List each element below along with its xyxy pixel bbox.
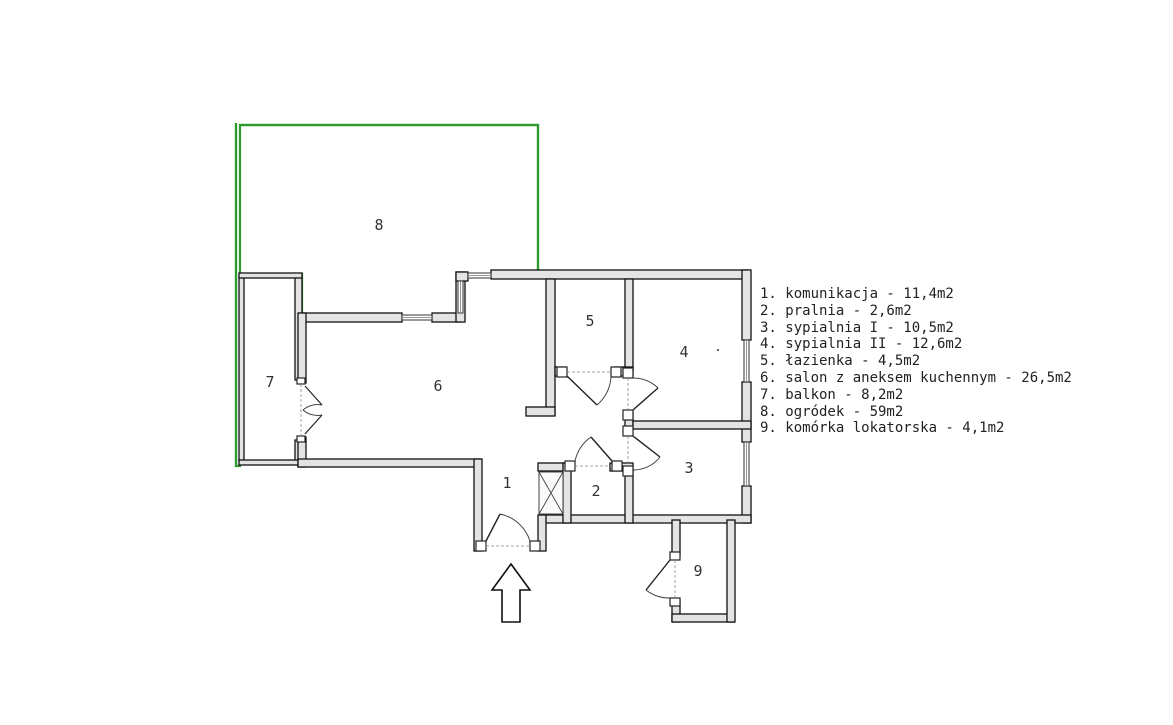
- storage-room-walls: [671, 519, 736, 623]
- room-4-dot: [717, 349, 719, 351]
- room-label-4: 4: [679, 343, 688, 361]
- room-label-9: 9: [693, 562, 702, 580]
- room-label-5: 5: [585, 312, 594, 330]
- exterior-walls: [297, 269, 752, 552]
- legend-item: 1. komunikacja - 11,4m2: [760, 286, 954, 302]
- garden-boundary: [234, 123, 540, 466]
- ventilation-shaft: [538, 471, 564, 515]
- doors: [296, 366, 681, 607]
- room-label-6: 6: [433, 377, 442, 395]
- balcony-walls: [238, 272, 303, 466]
- garden-outline: [234, 123, 540, 468]
- windows: [401, 272, 750, 487]
- room-label-2: 2: [591, 482, 600, 500]
- room-legend: 1. komunikacja - 11,4m2 2. pralnia - 2,6…: [760, 286, 1072, 437]
- legend-item: 9. komórka lokatorska - 4,1m2: [760, 420, 1005, 437]
- legend-item: 2. pralnia - 2,6m2: [760, 302, 912, 319]
- legend-item: 7. balkon - 8,2m2: [760, 386, 904, 403]
- legend-item: 8. ogródek - 59m2: [760, 403, 904, 420]
- room-label-3: 3: [684, 459, 693, 477]
- legend-item: 6. salon z aneksem kuchennym - 26,5m2: [760, 369, 1072, 386]
- room-label-8: 8: [374, 216, 383, 234]
- legend-item: 3. sypialnia I - 10,5m2: [760, 319, 954, 336]
- legend-item: 4. sypialnia II - 12,6m2: [760, 336, 963, 353]
- room-label-1: 1: [502, 474, 511, 492]
- entrance-arrow-icon: [490, 562, 532, 623]
- legend-item: 5. łazienka - 4,5m2: [760, 353, 921, 370]
- room-label-7: 7: [265, 373, 274, 391]
